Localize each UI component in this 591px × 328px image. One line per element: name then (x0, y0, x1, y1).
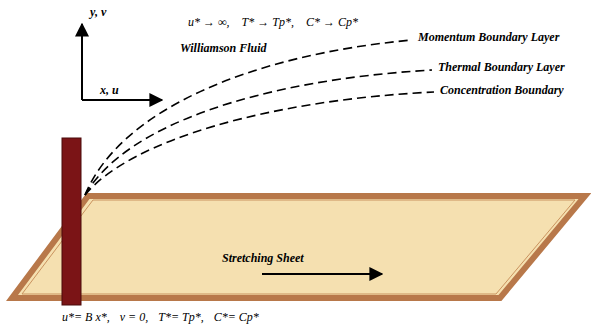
layer-label: Momentum Boundary Layer (418, 31, 559, 44)
slot-bar (62, 138, 81, 305)
y-axis (81, 24, 83, 100)
stretching-sheet (12, 196, 585, 298)
wall-condition: T*= Tp*, (158, 311, 203, 324)
far-field-condition: u* → ∞, (188, 16, 230, 29)
wall-condition: v = 0, (120, 311, 148, 324)
far-field-condition: T* → Tp*, (242, 16, 294, 29)
axis-label: y, v (90, 6, 106, 19)
wall-condition: C*= Cp* (214, 311, 259, 324)
sheet-label: Stretching Sheet (222, 252, 304, 265)
layer-label: Concentration Boundary (440, 84, 564, 97)
wall-condition: u*= B x*, (62, 311, 110, 324)
fluid-label: Williamson Fluid (180, 42, 267, 55)
stretch-arrow (262, 273, 382, 275)
axis-label: x, u (100, 84, 119, 97)
thermal-boundary-curve (85, 70, 432, 195)
layer-label: Thermal Boundary Layer (438, 61, 565, 74)
sheet-inner-edge (22, 200, 575, 294)
far-field-condition: C* → Cp* (306, 16, 358, 29)
concentration-boundary-curve (85, 92, 434, 195)
x-axis (82, 99, 162, 101)
